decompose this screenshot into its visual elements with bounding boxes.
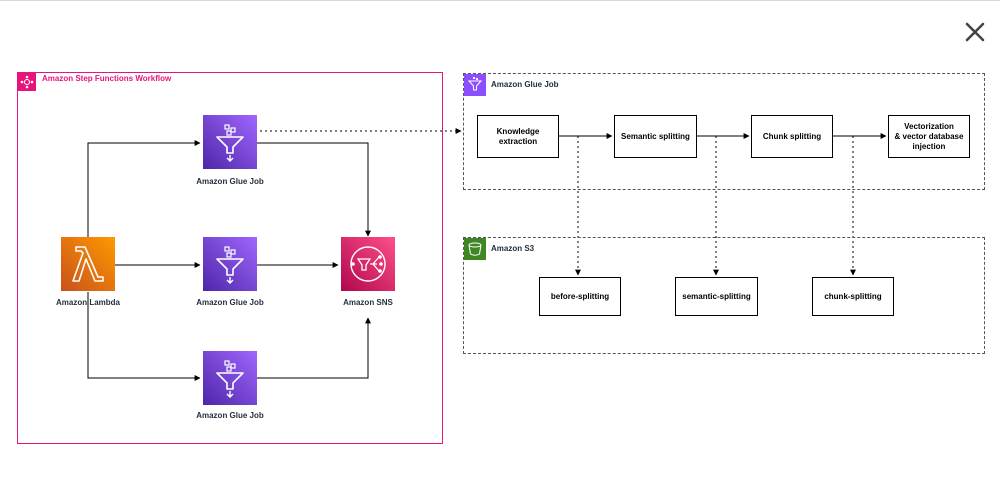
sns-icon [341,237,395,291]
step-chunk-splitting: Chunk splitting [751,115,833,158]
close-icon[interactable] [962,19,988,45]
glue-mid-label: Amazon Glue Job [196,298,264,307]
lambda-label: Amazon Lambda [55,298,120,307]
bucket-chunk-label: chunk-splitting [824,291,882,301]
edge-lambda-glue-bottom [87,292,201,381]
bucket-before-label: before-splitting [550,291,610,301]
step-knowledge-line1: Knowledge [496,126,540,136]
step-functions-icon [18,73,36,91]
step-vectorization: Vectorization & vector database injectio… [888,115,970,158]
lambda-icon [61,237,115,291]
glue-group-icon [464,74,486,96]
top-divider [0,0,1000,1]
edge-glue-top-sns [257,142,371,237]
step-semantic-splitting: Semantic splitting [614,115,697,158]
glue-icon [203,237,257,291]
step-functions-group-label: Amazon Step Functions Workflow [42,74,172,83]
bucket-before-splitting: before-splitting [539,277,621,316]
glue-top-label: Amazon Glue Job [196,177,264,186]
s3-group: Amazon S3 [463,237,985,354]
step-chunk-label: Chunk splitting [762,131,822,141]
edge-glue-bottom-sns [257,317,371,379]
bucket-semantic-label: semantic-splitting [682,291,751,301]
bucket-semantic-splitting: semantic-splitting [675,277,758,316]
s3-bucket-icon [464,238,486,260]
step-vector-line3: injection [912,141,946,151]
s3-group-label: Amazon S3 [491,244,535,253]
glue-bottom-label: Amazon Glue Job [196,411,264,420]
step-functions-group: Amazon Step Functions Workflow [17,72,443,444]
glue-group-label: Amazon Glue Job [491,80,559,89]
edge-lambda-glue-top [87,140,201,237]
step-knowledge-line2: extraction [498,136,538,146]
sns-label: Amazon SNS [343,298,393,307]
glue-icon [203,351,257,405]
close-button[interactable] [962,19,988,45]
bucket-chunk-splitting: chunk-splitting [812,277,894,316]
step-vector-line1: Vectorization [904,121,954,131]
step-semantic-label: Semantic splitting [621,131,690,141]
glue-icon [203,115,257,169]
step-knowledge-extraction: Knowledge extraction [477,115,559,158]
glue-job-detail-group: Amazon Glue Job [463,73,985,190]
step-vector-line2: & vector database [894,131,964,141]
